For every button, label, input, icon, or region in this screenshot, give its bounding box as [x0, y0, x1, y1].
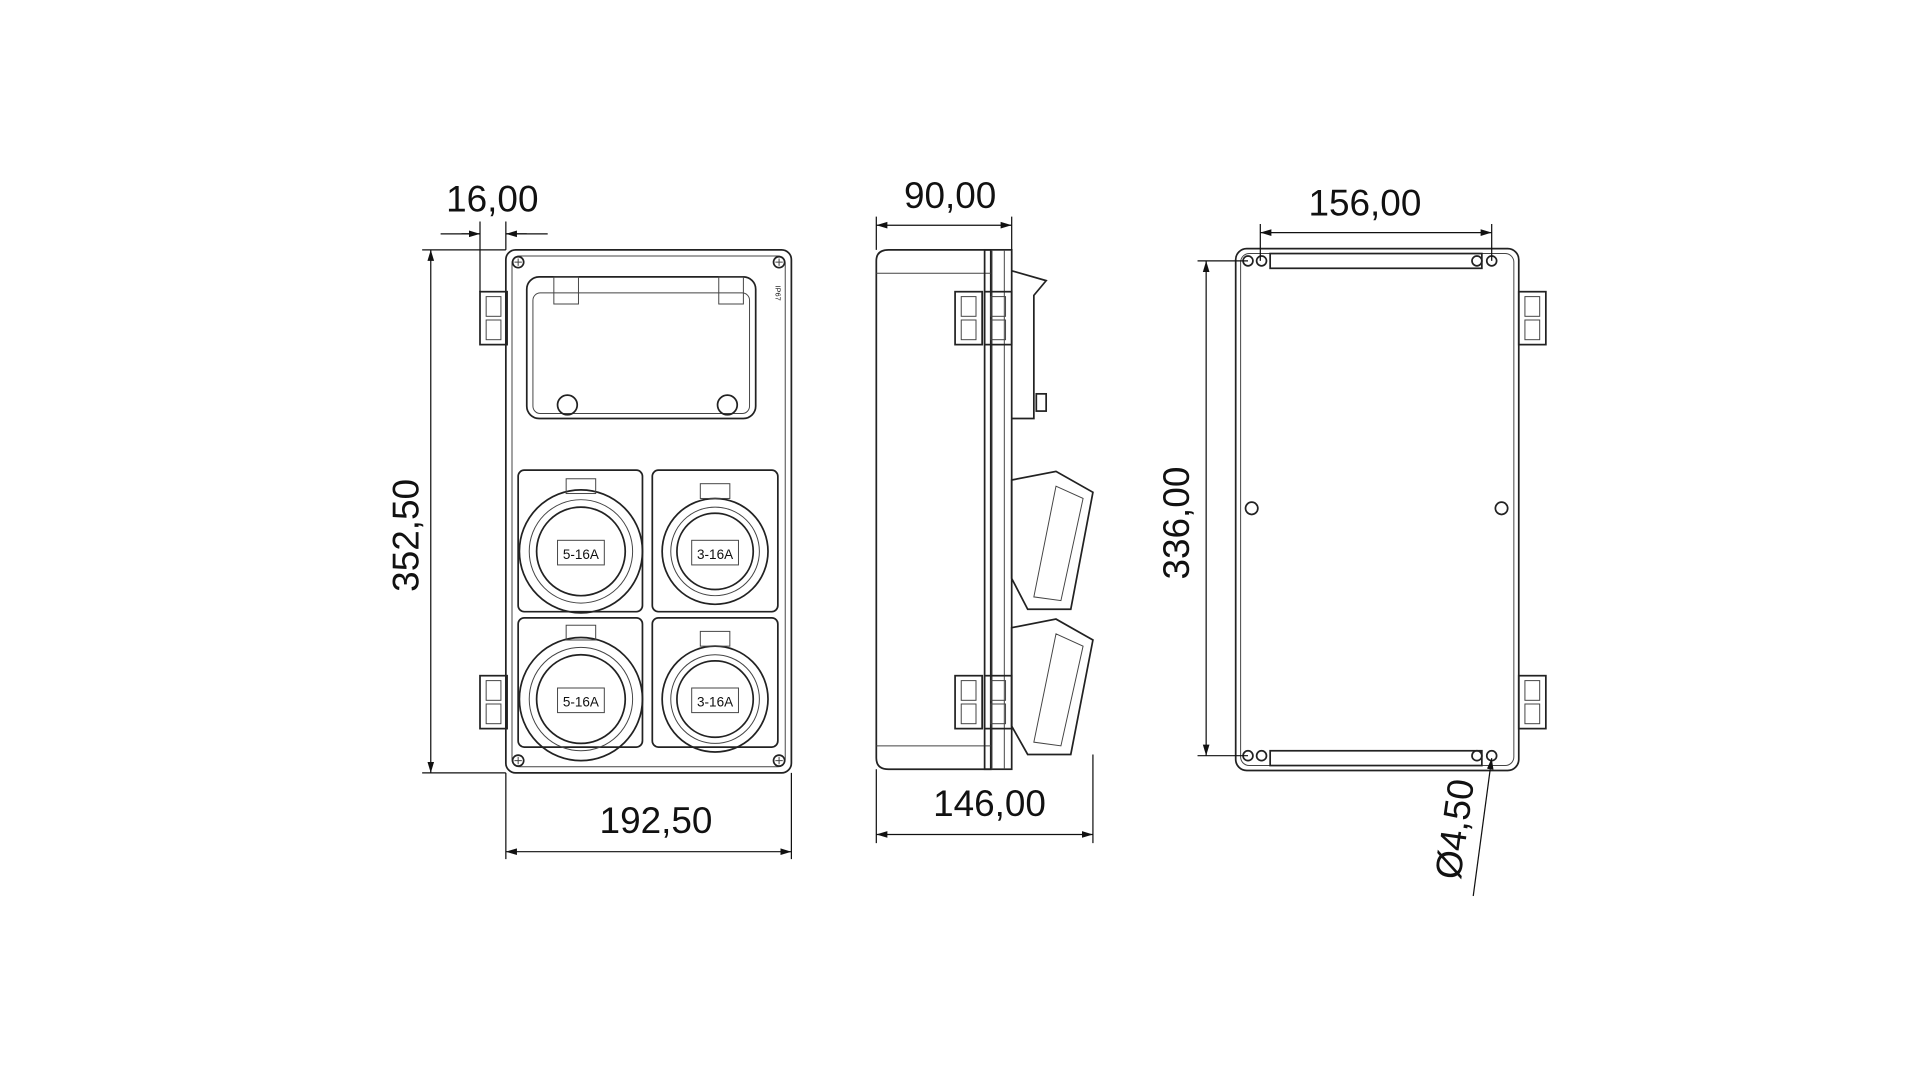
socket-label: 3-16A: [697, 547, 733, 562]
meter-window: [525, 276, 757, 420]
socket-label: 5-16A: [563, 547, 599, 562]
rating-mark: IP67: [773, 286, 782, 301]
socket-bottom-left: 5-16A: [517, 616, 644, 762]
screw-icon: [511, 255, 525, 269]
socket-top-right: 3-16A: [651, 469, 779, 613]
enclosure-body: [875, 248, 992, 771]
screw-icon: [772, 255, 786, 269]
socket-label: 3-16A: [697, 694, 733, 709]
socket-side-bottom: [1010, 618, 1094, 756]
dim-hole-diameter: Ø4,50: [1427, 776, 1482, 881]
back-view: 156,00 336,00 Ø4,50: [1156, 182, 1547, 897]
socket-label: 5-16A: [563, 694, 599, 709]
dim-body-depth: 90,00: [904, 175, 996, 216]
socket-bottom-right: 3-16A: [651, 616, 779, 753]
front-view: IP67 5-16A 3-16A 5-16A: [385, 179, 793, 860]
dim-height: 352,50: [385, 479, 426, 592]
screw-icon: [772, 754, 786, 768]
enclosure-back: [1234, 247, 1520, 772]
socket-side-top: [1010, 470, 1094, 611]
hinge: [479, 290, 508, 346]
hinge: [479, 674, 508, 730]
dim-hinge-width: 16,00: [446, 179, 538, 220]
side-view: 90,00 146,00: [875, 175, 1094, 844]
dim-total-depth: 146,00: [933, 783, 1046, 824]
dim-hole-height: 336,00: [1156, 467, 1197, 580]
socket-top-left: 5-16A: [517, 469, 644, 614]
screw-icon: [511, 754, 525, 768]
dim-hole-spacing: 156,00: [1308, 182, 1421, 223]
mounting-holes: [1242, 255, 1509, 762]
dim-width: 192,50: [600, 800, 713, 841]
enclosure-outline: [504, 248, 793, 774]
